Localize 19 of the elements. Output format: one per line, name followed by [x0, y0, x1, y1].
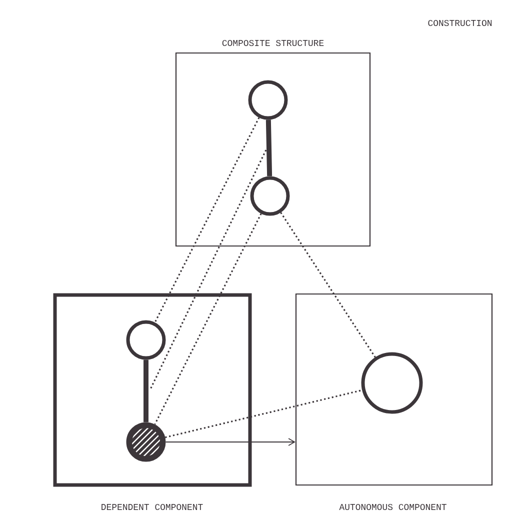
connector-bar [266, 120, 272, 176]
dotted-line [280, 212, 376, 358]
connector-bar [144, 360, 148, 422]
hatched-circle [126, 422, 166, 462]
node-label: COMPOSITE STRUCTURE [222, 40, 324, 46]
circle [361, 352, 423, 414]
arrow [165, 438, 296, 446]
circle [248, 80, 288, 120]
dotted-line [165, 389, 362, 438]
circle [126, 320, 166, 360]
dotted-line [154, 117, 260, 323]
dotted-line [154, 213, 262, 425]
circle [250, 176, 290, 216]
component-box: COMPOSITE STRUCTURE [175, 40, 371, 247]
heading: CONSTRUCTION [428, 20, 492, 26]
component-box: DEPENDENT COMPONENT [53, 293, 252, 510]
node-label: DEPENDENT COMPONENT [102, 504, 203, 510]
node-label: AUTONOMOUS COMPONENT [339, 504, 446, 510]
component-box: AUTONOMOUS COMPONENT [295, 293, 493, 510]
